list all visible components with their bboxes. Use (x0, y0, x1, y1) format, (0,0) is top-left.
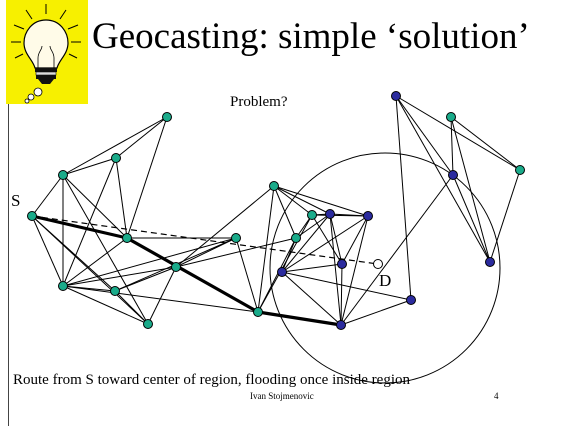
edge (273, 185, 331, 215)
edge (329, 213, 343, 265)
network-node (122, 233, 132, 243)
region-node (337, 259, 347, 269)
edge (62, 285, 149, 325)
edge (62, 237, 237, 287)
edge (62, 116, 168, 176)
edge (281, 271, 342, 326)
edge (62, 174, 128, 239)
edge (126, 116, 168, 239)
edge (450, 116, 454, 176)
edge (281, 213, 331, 273)
network-node (446, 112, 456, 122)
region-node (485, 257, 495, 267)
edge (273, 185, 313, 216)
edge (452, 174, 491, 263)
edge (311, 214, 343, 265)
edge (62, 266, 177, 287)
slide-left-rule (8, 75, 9, 426)
destination-node (373, 259, 383, 269)
edge (31, 215, 64, 287)
edge (340, 174, 454, 326)
edges-layer (31, 95, 521, 326)
edge (175, 185, 275, 268)
region-node (391, 91, 401, 101)
network-node (269, 181, 279, 191)
author-footer: Ivan Stojmenovic (250, 391, 314, 401)
edge (329, 213, 369, 217)
edge (395, 95, 412, 301)
region-node (277, 267, 287, 277)
edge (281, 263, 343, 273)
network-node (253, 307, 263, 317)
source-label: S (11, 191, 20, 210)
region-node (336, 320, 346, 330)
edge (281, 271, 412, 301)
edge (115, 116, 168, 159)
problem-question: Problem? (230, 94, 288, 110)
region-node (363, 211, 373, 221)
edge (340, 215, 369, 326)
region-node (406, 295, 416, 305)
network-node (143, 319, 153, 329)
edge (395, 95, 454, 176)
edge (31, 215, 149, 325)
network-node (291, 233, 301, 243)
edge (395, 95, 491, 263)
geocast-region-circle (269, 152, 501, 384)
edge (395, 95, 521, 171)
destination-label: D (379, 271, 391, 290)
caption-text: Route from S toward center of region, fl… (13, 372, 410, 388)
edge (62, 157, 117, 287)
edge (257, 185, 275, 313)
edge (340, 299, 412, 326)
dashed-line-layer (31, 215, 379, 265)
network-node (307, 210, 317, 220)
edge (62, 157, 117, 176)
edge (340, 263, 343, 326)
edge (281, 237, 297, 273)
edge (273, 185, 297, 239)
region-node (325, 209, 335, 219)
slide-title: Geocasting: simple ‘solution’ (92, 16, 530, 57)
edge (62, 237, 128, 287)
network-node (27, 211, 37, 221)
edge (147, 266, 177, 325)
lightbulb-icon (6, 0, 88, 104)
network-node (171, 262, 181, 272)
nodes-layer (27, 91, 525, 330)
straight-line-to-destination (31, 215, 379, 265)
edge (115, 157, 128, 239)
edge (450, 116, 521, 171)
network-node (111, 153, 121, 163)
page-number: 4 (494, 391, 499, 401)
route-layer (31, 214, 342, 327)
network-node (231, 233, 241, 243)
network-node (110, 286, 120, 296)
edge (450, 116, 491, 263)
edge (341, 215, 369, 265)
edge (175, 237, 297, 268)
edge (281, 215, 369, 273)
edge (62, 174, 149, 325)
edge (31, 174, 64, 217)
region-node (448, 170, 458, 180)
edge (295, 213, 331, 239)
edge (489, 169, 521, 263)
edge (329, 213, 342, 326)
network-node (515, 165, 525, 175)
network-node (162, 112, 172, 122)
routing-path (31, 214, 342, 327)
edge (235, 237, 259, 313)
edge (273, 185, 369, 217)
network-node (58, 170, 68, 180)
network-node (58, 281, 68, 291)
edge (114, 290, 149, 325)
